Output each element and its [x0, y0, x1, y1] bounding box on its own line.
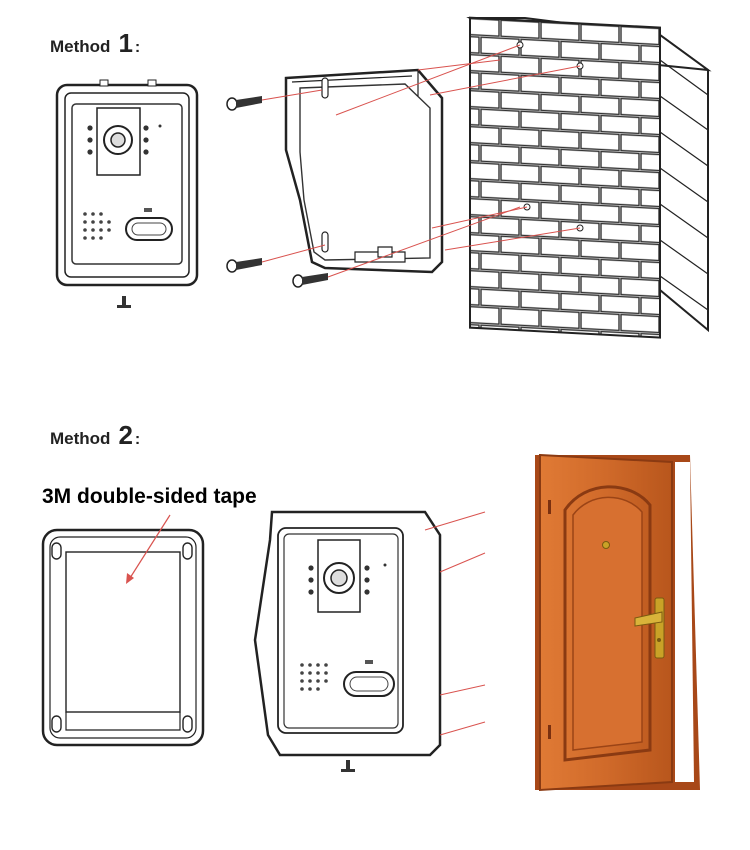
doorbell-with-cover: [253, 510, 442, 757]
door: [535, 453, 700, 792]
screw-icon: [226, 96, 262, 111]
doorbell-front-panel: [55, 79, 199, 287]
screw-icon: [117, 296, 131, 308]
guide-lines: [424, 511, 486, 736]
method-word: Method: [50, 37, 111, 56]
screw-icon: [226, 258, 262, 273]
peephole-icon: [602, 541, 610, 549]
door-handle-icon: [634, 597, 665, 659]
method-2-heading: Method 2:: [50, 420, 140, 451]
method-number: 2: [118, 420, 133, 450]
method-number: 1: [118, 28, 133, 58]
guide-lines: [261, 44, 581, 278]
method-colon: :: [134, 431, 141, 448]
screw-icon: [341, 760, 355, 772]
method-colon: :: [134, 39, 141, 56]
tape-arrow: [126, 514, 171, 584]
rain-cover-housing: [284, 68, 444, 274]
brick-wall: [466, 16, 712, 339]
method-1-heading: Method 1:: [50, 28, 140, 59]
back-plate: [41, 528, 205, 747]
tape-label: 3M double-sided tape: [42, 485, 257, 508]
method-word: Method: [50, 429, 111, 448]
screw-icon: [292, 273, 328, 288]
